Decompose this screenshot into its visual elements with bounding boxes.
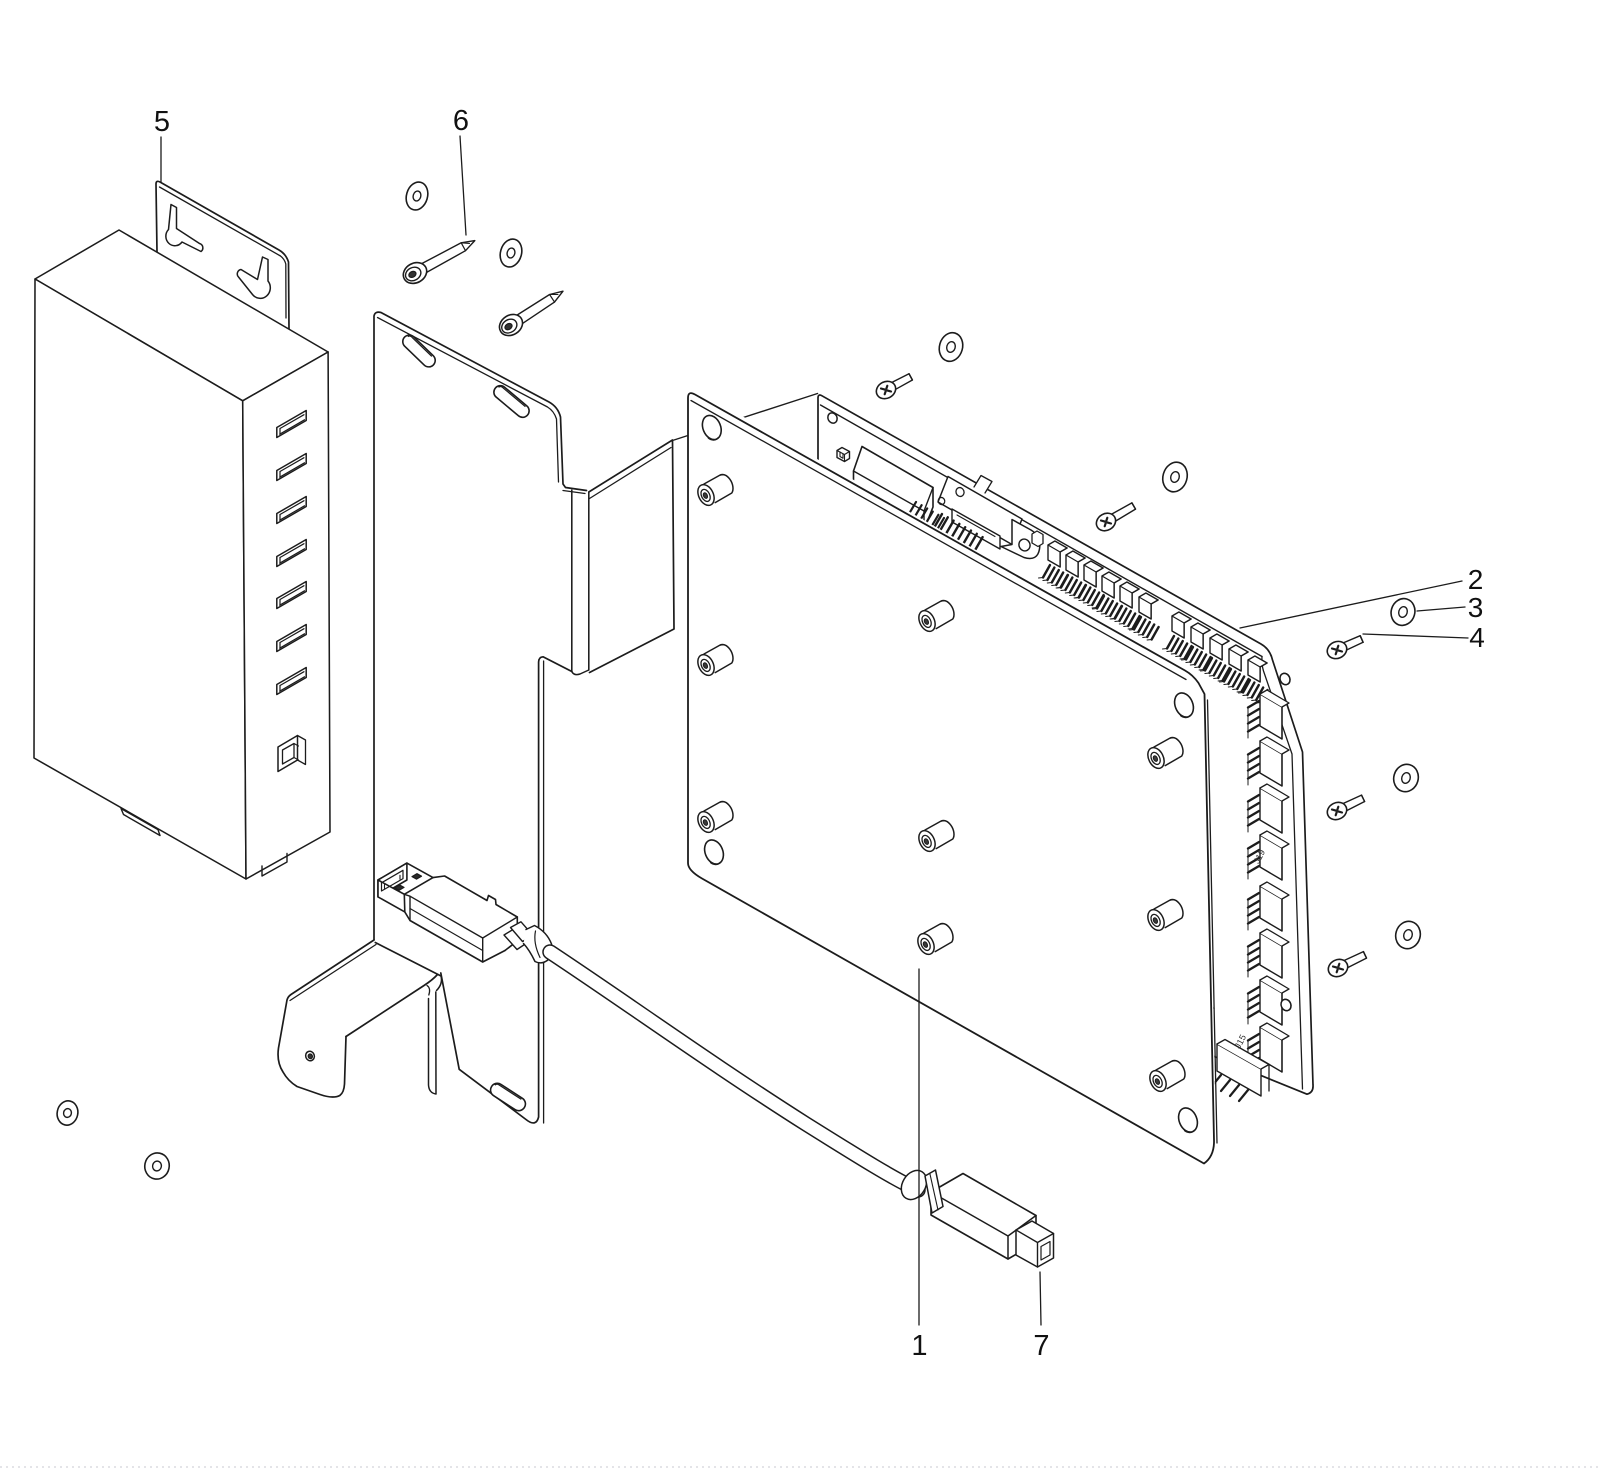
svg-text:7: 7	[1033, 1330, 1049, 1362]
svg-text:5: 5	[154, 106, 170, 138]
svg-text:4: 4	[1469, 622, 1485, 653]
svg-text:3: 3	[1468, 592, 1484, 623]
svg-text:1: 1	[911, 1330, 927, 1362]
svg-text:2: 2	[1468, 564, 1484, 595]
svg-text:6: 6	[453, 105, 469, 137]
